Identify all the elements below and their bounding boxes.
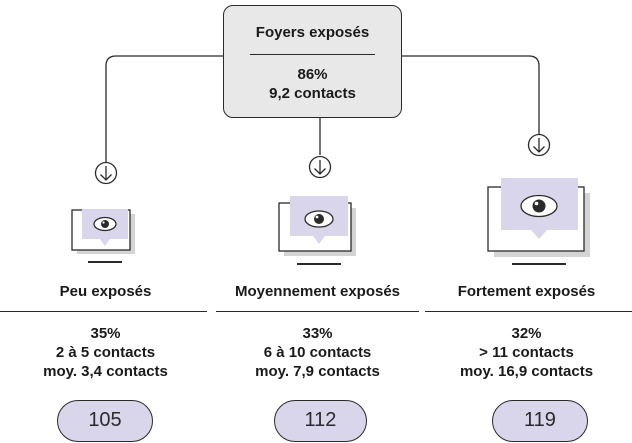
column-title-medium: Moyennement exposés	[234, 283, 401, 300]
arrow-down-circle-icon	[308, 155, 332, 179]
column-share-low: 35%	[90, 325, 121, 342]
monitor-eye-icon	[71, 209, 135, 263]
top-box-divider	[250, 54, 375, 55]
badge-medium: 112	[274, 400, 367, 442]
column-share-medium: 33%	[302, 325, 333, 342]
column-divider-low	[0, 311, 207, 312]
monitor-eye-icon	[487, 178, 590, 265]
column-divider-high	[425, 311, 632, 312]
connector-left	[105, 55, 223, 162]
badge-low: 105	[57, 400, 153, 442]
column-avg-low: moy. 3,4 contacts	[43, 363, 168, 380]
column-share-high: 32%	[511, 325, 542, 342]
badge-high: 119	[492, 400, 588, 442]
column-title-low: Peu exposés	[59, 283, 152, 300]
column-title-high: Fortement exposés	[457, 283, 596, 300]
top-box-title: Foyers exposés	[255, 24, 370, 41]
column-divider-medium	[216, 311, 419, 312]
exposed-households-box: Foyers exposés 86% 9,2 contacts	[223, 5, 402, 118]
arrow-down-circle-icon	[94, 161, 118, 185]
top-box-share: 86%	[297, 66, 328, 83]
column-range-low: 2 à 5 contacts	[55, 344, 156, 361]
column-range-high: > 11 contacts	[479, 344, 574, 361]
monitor-eye-icon	[278, 196, 356, 265]
column-avg-medium: moy. 7,9 contacts	[255, 363, 380, 380]
column-avg-high: moy. 16,9 contacts	[459, 363, 594, 380]
connector-right	[402, 55, 540, 134]
column-range-medium: 6 à 10 contacts	[263, 344, 372, 361]
arrow-down-circle-icon	[527, 133, 551, 157]
top-box-contacts: 9,2 contacts	[269, 85, 356, 102]
